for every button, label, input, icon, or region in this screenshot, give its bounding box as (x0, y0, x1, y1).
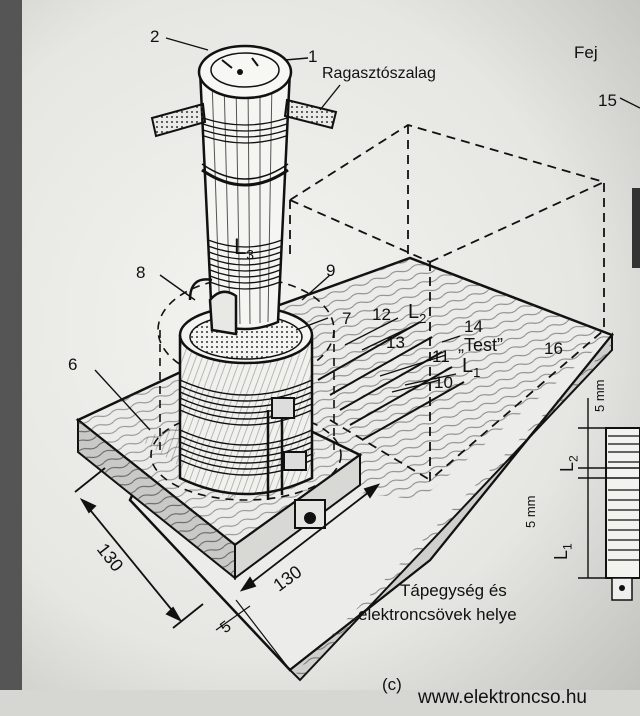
side-dim-5mm-mid: 5 mm (523, 495, 538, 529)
callout-14: 15 (598, 91, 617, 110)
callout-13: 13 (386, 333, 405, 352)
callout-15: 14 (464, 317, 483, 336)
watermark: www.elektroncso.hu (418, 687, 587, 708)
callout-8: 8 (136, 263, 146, 282)
leader-lines (94, 37, 640, 431)
coil-label-l1: L1 (462, 355, 481, 380)
coil-label-l3: L3 (234, 234, 255, 263)
upper-coil-form (197, 44, 293, 331)
callout-1: 1 (308, 47, 318, 66)
left-shadow-strip (0, 0, 22, 716)
bottom-band (0, 690, 640, 716)
bracket (294, 499, 326, 529)
callout-10: 10 (434, 373, 453, 392)
lower-coil-form (178, 305, 314, 500)
callout-9: 9 (326, 261, 336, 280)
caption-line-2: elektroncsövek helye (358, 605, 517, 624)
dimension-lines (74, 467, 381, 671)
panel-label: (c) (382, 675, 402, 694)
side-label-l2: L2 (557, 455, 581, 472)
dashed-cabinet (289, 124, 605, 482)
side-dim-5mm-top: 5 mm (592, 379, 607, 413)
callout-12: 12 (372, 305, 391, 324)
callout-7: 7 (342, 309, 352, 328)
callout-6: 6 (68, 355, 78, 374)
tape-label: Ragasztószalag (322, 65, 436, 82)
callout-16: 16 (544, 339, 563, 358)
head-label: Fej (574, 43, 598, 62)
callout-11: 11 (432, 347, 450, 366)
caption-line-1: Tápegység és (400, 581, 507, 600)
coil-label-l2: L2 (408, 301, 427, 326)
callout-2: 2 (150, 27, 160, 46)
side-elevation (578, 188, 640, 601)
tape-strips (150, 98, 338, 138)
body-label: „Test” (458, 335, 503, 355)
side-label-l1: L1 (551, 543, 575, 560)
